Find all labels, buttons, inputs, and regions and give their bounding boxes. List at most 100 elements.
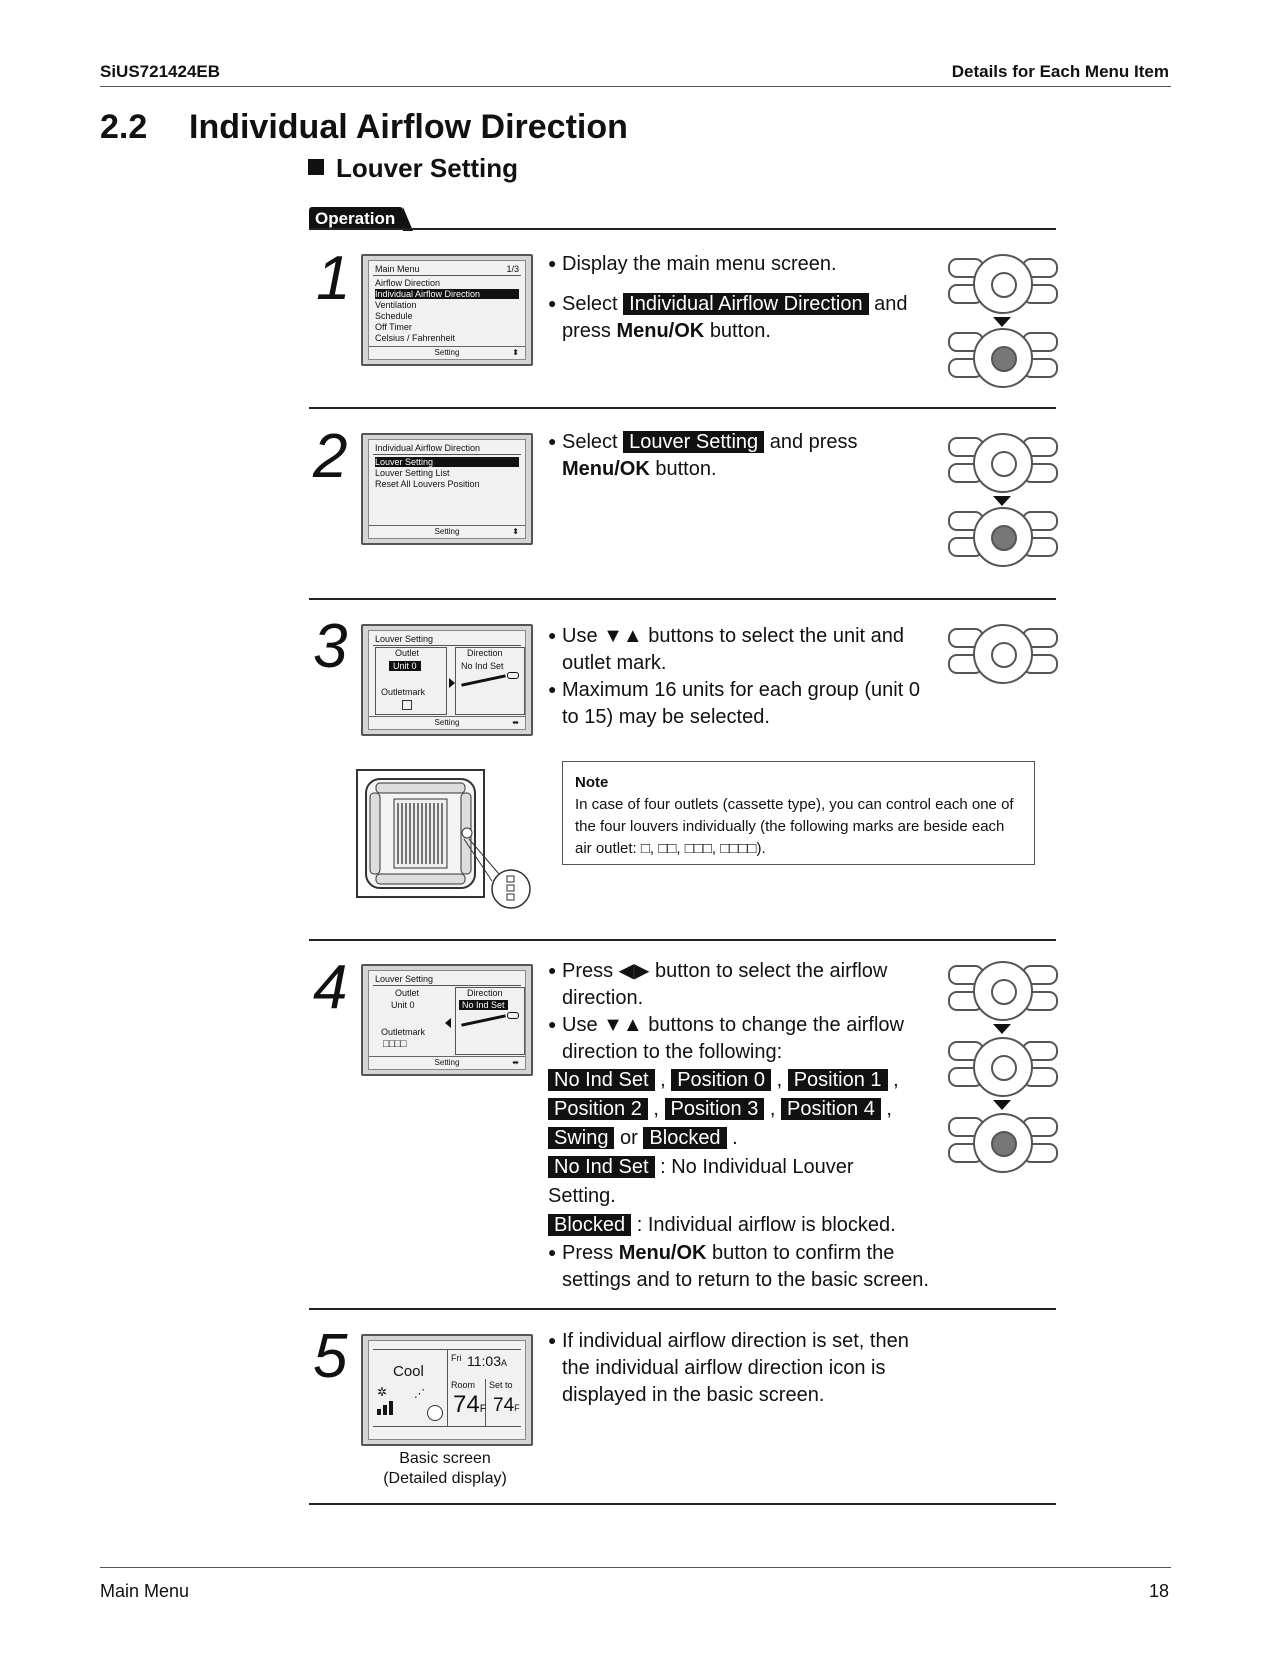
step3-bullet1: Use ▼▲ buttons to select the unit andout… [548,622,948,677]
step1-bullet2: Select Individual Airflow Direction andp… [548,290,928,345]
option-tag: Position 1 [787,1069,888,1091]
lcd-unit: Unit 0 [391,1000,415,1010]
page-number: 18 [1148,1581,1169,1601]
lcd-main-menu: Main Menu 1/3 Airflow Direction Individu… [361,254,533,366]
option-tag: No Ind Set [548,1069,655,1091]
option-tag: Position 4 [781,1098,881,1120]
lcd-direction-label: Direction [467,988,503,998]
lcd-title: Individual Airflow Direction [375,443,481,453]
lcd-page: 1/3 [506,264,519,274]
lcd-footer: Setting⬍ [369,525,525,538]
rule-top [309,228,1056,230]
rule-step5 [309,1308,1056,1310]
lcd-item: Celsius / Fahrenheit [375,333,456,343]
footer-rule [100,1567,1171,1568]
lcd-item-selected: Louver Setting [375,457,519,467]
square-bullet-icon [308,159,324,175]
lcd-outletmark: Outletmark [381,687,426,697]
lcd-outlet-label: Outlet [395,648,420,658]
lcd-title: Main Menu [375,264,420,274]
airflow-icon: ⋰ [414,1388,425,1400]
lcd-footer: Setting⬌ [369,1056,525,1069]
section-number: 2.2 [100,108,148,146]
lcd-item-selected: Individual Airflow Direction [375,289,519,299]
cassette-unit-icon [356,769,531,909]
option-tag: Blocked [643,1127,727,1149]
subsection-title: Louver Setting [308,153,518,184]
step-number: 1 [316,244,351,313]
position-options: No Ind Set , Position 0 , Position 1 , P… [548,1069,899,1236]
lcd-item: Ventilation [375,300,417,310]
fan-speed-bar [383,1405,387,1415]
lcd-louver-setting: Louver Setting Outlet Unit 0 Outletmark … [361,624,533,736]
note-title: Note [575,774,609,791]
rule-bottom [309,1503,1056,1505]
lcd-mode: Cool [393,1363,424,1380]
option-tag: Swing [548,1127,615,1149]
header-rule [100,86,1171,87]
step4-bullet2: Use ▼▲ buttons to change the airflowdire… [548,1011,948,1066]
lcd-basic-screen: Cool Fri 11:03A Room Set to 74F 74F ✲ ⋰ [361,1334,533,1446]
lcd-unit: Unit 0 [389,661,421,671]
section-title: Individual Airflow Direction [189,108,628,146]
lcd-room-temp: 74F [453,1391,487,1418]
option-tag: Position 0 [671,1069,772,1091]
subsection-label: Louver Setting [336,153,519,183]
lcd-time: 11:03A [467,1353,508,1369]
lcd-room: Room [451,1380,476,1390]
header-section: Details for Each Menu Item [951,62,1169,81]
lcd-item: Schedule [375,311,413,321]
step-number: 5 [313,1322,348,1391]
rule-step2 [309,407,1056,409]
lcd-day: Fri [451,1353,462,1363]
lcd-item: Off Timer [375,322,412,332]
lcd-title: Louver Setting [375,634,434,644]
note-text: In case of four outlets (cassette type),… [575,796,1014,857]
lcd-setto: Set to [489,1380,513,1390]
lcd-direction-label: Direction [467,648,503,658]
lcd-outlet-label: Outlet [395,988,420,998]
lcd-footer: Setting⬍ [369,346,525,359]
step-number: 4 [313,953,348,1022]
option-tag: Position 2 [548,1098,648,1120]
step-number: 2 [313,422,348,491]
lcd-item: Reset All Louvers Position [375,479,480,489]
caption-line1: Basic screen [399,1450,491,1467]
lcd-outletmark: Outletmark [381,1027,426,1037]
basic-screen-caption: Basic screen (Detailed display) [361,1449,529,1489]
caption-line2: (Detailed display) [383,1470,507,1487]
lcd-set-temp: 74F [493,1395,520,1416]
lcd-item: Airflow Direction [375,278,441,288]
step1-bullet1: Display the main menu screen. [548,250,928,278]
step3-bullet2: Maximum 16 units for each group (unit 0t… [548,676,948,731]
fan-speed-bar [377,1409,381,1415]
lcd-no-ind-set: No Ind Set [459,1000,508,1010]
def-tag: No Ind Set [548,1156,655,1178]
lcd-item: Louver Setting List [375,468,450,478]
option-tag: Position 3 [664,1098,765,1120]
lcd-title: Louver Setting [375,974,434,984]
footer-left: Main Menu [100,1581,190,1601]
controller-updown-icon [948,433,1058,567]
controller-updown-icon [948,624,1058,684]
lcd-no-ind-set: No Ind Set [461,661,504,671]
cassette-unit-illustration [356,769,531,909]
rule-step4 [309,939,1056,941]
lcd-individual-airflow: Individual Airflow Direction Louver Sett… [361,433,533,545]
lcd-footer: Setting⬌ [369,716,525,729]
controller-updown-icon [948,254,1058,388]
fan-icon: ✲ [377,1385,388,1399]
step5-bullet1: If individual airflow direction is set, … [548,1327,948,1409]
step4-bullet3: Press Menu/OK button to confirm thesetti… [548,1239,948,1294]
lcd-marks: □□□□ [383,1038,407,1050]
def-tag: Blocked [548,1214,632,1236]
step4-bullet1: Press ◀▶ button to select the airflowdir… [548,957,948,1012]
operation-tab: Operation [309,207,414,231]
fan-speed-bar [389,1401,393,1415]
individual-airflow-icon [427,1405,443,1421]
rule-step3 [309,598,1056,600]
controller-sequence-icon [948,961,1058,1173]
note-box: Note In case of four outlets (cassette t… [562,761,1035,865]
step-number: 3 [313,612,348,681]
